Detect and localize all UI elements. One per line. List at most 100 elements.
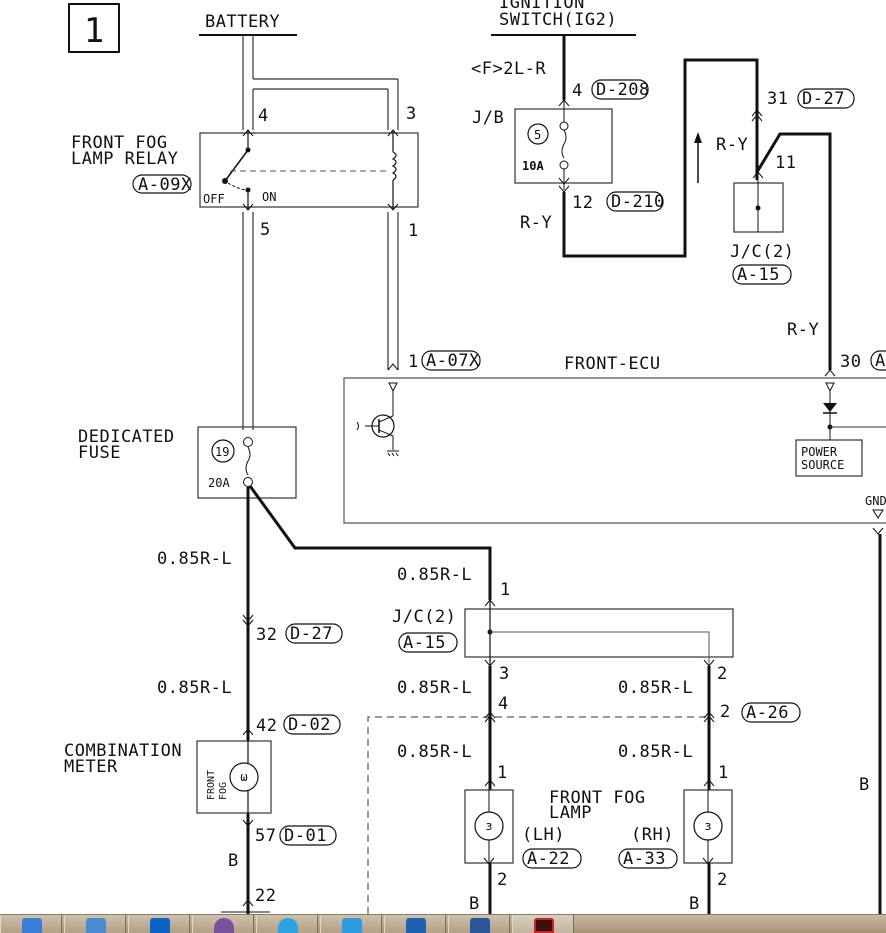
relay-on-label: ON — [262, 190, 276, 204]
dedicated-fuse-rating: 20A — [208, 476, 230, 490]
pin-2-connector: A-26 — [746, 703, 789, 723]
taskbar-button[interactable] — [320, 915, 382, 933]
fog-lamp-name-line2: LAMP — [549, 803, 592, 823]
taskbar-button[interactable] — [0, 915, 62, 933]
taskbar-button[interactable] — [256, 915, 318, 933]
jc-top-label: J/C(2) — [730, 242, 794, 262]
relay-pin-3: 3 — [406, 104, 417, 124]
lh-pin-in: 1 — [497, 763, 508, 783]
lh-bulb-icon: ɜ — [485, 819, 492, 833]
ignition-wire: <F>2L-R — [471, 59, 546, 79]
front-fog-lamps: FRONT FOG LAMP 1 ɜ 2 (LH) A-22 B 1 ɜ 2 — [464, 763, 733, 914]
jc-top-pin-11: 11 — [775, 153, 796, 173]
page-number: 1 — [84, 11, 104, 51]
bulb-icon: ω — [240, 770, 247, 784]
indicator-line2: FOG — [218, 782, 229, 800]
ecu-pin-1-connector: A-07X — [426, 351, 480, 371]
taskbar-button[interactable] — [128, 915, 190, 933]
left-ground-wire: B — [228, 851, 239, 871]
fog-lamp-lh: 1 ɜ 2 (LH) A-22 B — [464, 763, 582, 914]
ecu-name: FRONT-ECU — [564, 354, 661, 374]
relay-connector-badge — [132, 174, 192, 194]
relay-pin-5: 5 — [260, 220, 271, 240]
jc-bottom-wire-right: 0.85R-L — [618, 678, 693, 698]
dedicated-fuse-line1: DEDICATED — [78, 427, 175, 447]
rh-pin-out: 2 — [717, 870, 728, 890]
rh-ground-wire: B — [689, 894, 700, 914]
relay-off-label: OFF — [203, 192, 225, 206]
jc-top-pin-31-connector: D-27 — [802, 89, 845, 109]
fog-lamp-rh: 1 ɜ 2 (RH) A-33 B — [618, 763, 733, 914]
jc-bottom-wire-left2: 0.85R-L — [397, 742, 472, 762]
jb-out-pin: 12 — [572, 193, 593, 213]
rh-pin-in: 1 — [718, 763, 729, 783]
battery: BATTERY — [199, 12, 399, 130]
front-fog-lamp-relay: FRONT FOG LAMP RELAY A-09X 4 3 5 1 OFF O… — [71, 104, 419, 241]
network-icon — [22, 918, 42, 933]
joint-connector-bottom: 0.85R-L 1 J/C(2) A-15 3 2 0.85R-L 0.85R-… — [367, 565, 801, 914]
jc-bottom-connector: A-15 — [403, 633, 446, 653]
left-wire-1: 0.85R-L — [157, 549, 232, 569]
ecu-pin-30-connector: A — [875, 351, 886, 371]
dedicated-fuse: DEDICATED FUSE 19 20A — [78, 426, 492, 600]
dedicated-fuse-number: 19 — [215, 445, 229, 459]
power-source-line1: POWER — [801, 445, 838, 459]
jc-bottom-wire-right2: 0.85R-L — [618, 742, 693, 762]
jb-in-pin: 4 — [572, 81, 583, 101]
lh-ground-wire: B — [469, 894, 480, 914]
front-ecu: R-Y 30 A 1 A-07X FRONT-ECU POWER SOURCE — [343, 320, 886, 914]
jb-out-wire: R-Y — [520, 213, 552, 233]
ecu-pin-1: 1 — [408, 352, 419, 372]
fog-lamp-name-line1: FRONT FOG — [549, 788, 646, 808]
jc-top-connector: A-15 — [737, 265, 780, 285]
page-number-box: 1 — [68, 3, 120, 53]
rh-connector: A-33 — [623, 849, 666, 869]
ignition-label-line1: IGNITION — [499, 0, 585, 13]
relay-name-line2: LAMP RELAY — [71, 149, 178, 169]
jc-top-pin-31: 31 — [767, 89, 788, 109]
ignition-switch: IGNITION SWITCH(IG2) <F>2L-R — [471, 0, 636, 100]
pin-2-a26: 2 — [720, 702, 731, 722]
junction-block: 4 D-208 J/B 5 10A 12 D-210 R-Y — [472, 58, 759, 258]
telegram-icon — [278, 918, 298, 933]
jb-fuse-number: 5 — [534, 128, 541, 142]
jc-bottom-pin-3: 3 — [499, 664, 510, 684]
jb-in-connector: D-208 — [596, 80, 650, 100]
pin-4: 4 — [498, 694, 509, 714]
outlook-icon — [150, 918, 170, 933]
app-icon — [342, 918, 362, 933]
pin-32-connector: D-27 — [290, 624, 333, 644]
joint-connector-top: 31 D-27 R-Y 11 J/C(2) A-15 — [716, 88, 855, 370]
jc-bottom-pin-2: 2 — [717, 664, 728, 684]
lh-pin-out: 2 — [497, 870, 508, 890]
word-icon — [470, 918, 490, 933]
pin-57-connector: D-01 — [284, 826, 327, 846]
lh-connector: A-22 — [527, 849, 570, 869]
relay-connector: A-09X — [138, 175, 192, 195]
meter-line2: METER — [64, 757, 118, 777]
relay-pin-1: 1 — [408, 221, 419, 241]
right-ground-wire: B — [859, 775, 870, 795]
meter-line1: COMBINATION — [64, 741, 182, 761]
pin-22: 22 — [255, 886, 276, 906]
taskbar-button[interactable] — [448, 915, 510, 933]
jc-bottom-label: J/C(2) — [392, 607, 456, 627]
relay-pin-4: 4 — [258, 106, 269, 126]
jc-top-wire: R-Y — [716, 135, 748, 155]
ecu-gnd-label: GND — [865, 494, 886, 508]
jb-label: J/B — [472, 108, 504, 128]
ignition-label-line2: SWITCH(IG2) — [499, 10, 617, 30]
left-wire-2: 0.85R-L — [157, 678, 232, 698]
remote-desktop-icon — [406, 918, 426, 933]
jb-out-connector: D-210 — [611, 192, 665, 212]
battery-label: BATTERY — [205, 12, 280, 32]
taskbar-button[interactable] — [384, 915, 446, 933]
taskbar-button[interactable] — [192, 915, 254, 933]
taskbar-button[interactable] — [64, 915, 126, 933]
pin-32: 32 — [256, 625, 277, 645]
taskbar-button-active[interactable] — [512, 915, 574, 933]
left-branch: 0.85R-L 32 D-27 0.85R-L 42 D-02 COMBINAT… — [64, 487, 343, 914]
power-source-line2: SOURCE — [801, 458, 844, 472]
jc-bottom-pin-in: 1 — [500, 580, 511, 600]
rh-side: (RH) — [631, 825, 674, 845]
